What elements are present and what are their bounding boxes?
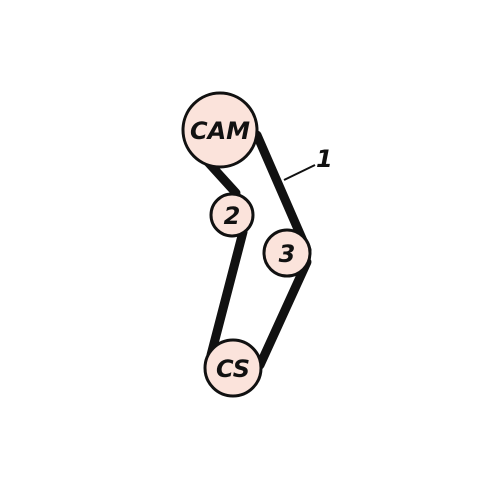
belt-callout-label: 1 bbox=[316, 145, 333, 173]
idler-pulley-3: 3 bbox=[262, 228, 312, 278]
belt-segment-idler-2-to-crankshaft bbox=[206, 227, 248, 360]
belt-callout-leader bbox=[283, 164, 316, 181]
timing-belt bbox=[201, 130, 312, 370]
crankshaft-pulley-label: CS bbox=[216, 355, 250, 383]
cam-pulley-circle bbox=[181, 91, 259, 169]
cam-pulley-label: CAM bbox=[190, 117, 250, 145]
belt-segment-idler-3-to-crankshaft bbox=[255, 257, 312, 370]
crankshaft-pulley: CS bbox=[203, 338, 263, 398]
idler-pulley-2: 2 bbox=[209, 192, 255, 238]
belt-segment-cam-to-idler-3 bbox=[252, 130, 312, 255]
idler-pulley-2-label: 2 bbox=[224, 202, 241, 230]
idler-pulley-3-circle bbox=[262, 228, 312, 278]
idler-pulley-3-label: 3 bbox=[279, 240, 296, 268]
cam-pulley: CAM bbox=[181, 91, 259, 169]
idler-pulley-2-circle bbox=[209, 192, 255, 238]
crankshaft-pulley-circle bbox=[203, 338, 263, 398]
